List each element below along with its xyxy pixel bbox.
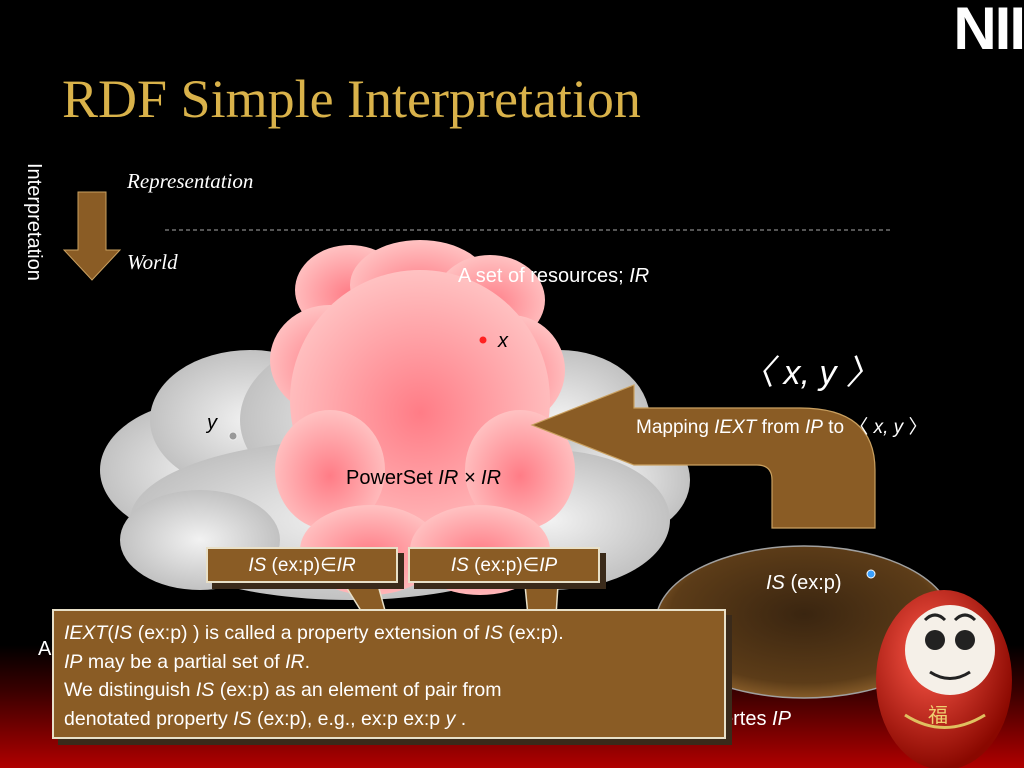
- note-line-3: We distinguish IS (ex:p) as an element o…: [64, 676, 714, 705]
- is-ip-set: IP: [539, 555, 558, 576]
- note-line-4: denotated property IS (ex:p), e.g., ex:p…: [64, 705, 714, 734]
- x-dot: [479, 336, 487, 344]
- mapping-func: IEXT: [714, 417, 757, 438]
- resources-label-var: IR: [629, 265, 650, 287]
- ellipse-is: IS: [766, 572, 785, 594]
- mapping-arrow: [530, 384, 876, 529]
- y-label: y: [207, 412, 217, 434]
- svg-text:福: 福: [928, 704, 948, 727]
- n2c: IR: [285, 650, 305, 673]
- daruma-doll-image: 福: [876, 590, 1012, 768]
- n3a: We distinguish: [64, 679, 196, 701]
- world-label: World: [127, 250, 178, 274]
- n2d: .: [304, 650, 311, 673]
- properties-label: ertes IP: [722, 708, 791, 731]
- mapping-xy: x, y: [873, 417, 904, 438]
- n1f: (ex:p).: [502, 622, 564, 644]
- mapping-prefix: Mapping: [636, 417, 715, 438]
- explanation-note-box: IEXT(IS (ex:p) ) is called a property ex…: [52, 609, 726, 739]
- n1d: (ex:p) ) is called a property extension …: [132, 622, 485, 644]
- mapping-to: to 〈: [822, 417, 874, 438]
- is-ip-is: IS: [450, 555, 469, 576]
- n2a: IP: [64, 650, 83, 673]
- is-ip-rest: (ex:p)∈: [468, 555, 540, 576]
- note-line-1: IEXT(IS (ex:p) ) is called a property ex…: [64, 619, 714, 648]
- properties-var: IP: [772, 708, 791, 730]
- note-line-2: IP may be a partial set of IR.: [64, 648, 714, 677]
- n4a: denotated property: [64, 707, 234, 730]
- is-ir-set: IR: [336, 555, 356, 576]
- resources-pink-cloud: [270, 240, 575, 595]
- powerset-label: PowerSet IR × IR: [346, 467, 501, 490]
- n4d: y: [445, 707, 456, 730]
- is-ir-rest: (ex:p)∈: [266, 555, 337, 576]
- is-ir-is: IS: [248, 555, 267, 576]
- n4b: IS: [233, 707, 252, 730]
- n2b: may be a partial set of: [82, 650, 286, 673]
- powerset-label-text: PowerSet: [346, 467, 439, 489]
- n1a: IEXT: [64, 622, 108, 644]
- is-in-ip-box: IS (ex:p)∈IP: [408, 547, 600, 583]
- n1b: (: [107, 622, 114, 644]
- n4e: .: [455, 707, 467, 730]
- nii-logo: NII: [953, 0, 1024, 62]
- ellipse-is-ex-p-label: IS (ex:p): [766, 572, 842, 595]
- ellipse-rest: (ex:p): [784, 572, 842, 594]
- page-title: RDF Simple Interpretation: [62, 69, 641, 129]
- n3b: IS: [195, 679, 215, 701]
- n4c: (ex:p), e.g., ex:p ex:p: [251, 707, 446, 730]
- mapping-end: 〉: [903, 417, 928, 438]
- representation-label: Representation: [127, 169, 254, 193]
- mapping-ip: IP: [804, 417, 823, 438]
- tuple-label: 〈 x, y 〉: [740, 354, 880, 392]
- interpretation-label: Interpretation: [23, 163, 45, 281]
- powerset-label-expr: IR × IR: [438, 467, 502, 489]
- y-dot: [228, 431, 238, 441]
- is-in-ir-box: IS (ex:p)∈IR: [206, 547, 398, 583]
- n1e: IS: [484, 622, 503, 644]
- properties-text: ertes: [722, 708, 773, 730]
- left-partial-label: A: [38, 638, 52, 660]
- resources-label-text: A set of resources;: [458, 265, 630, 287]
- n1c: IS: [113, 622, 133, 644]
- interpretation-down-arrow: [62, 191, 122, 281]
- is-ex-p-dot: [866, 569, 876, 579]
- mapping-label: Mapping IEXT from IP to 〈 x, y 〉: [636, 412, 927, 439]
- n3c: (ex:p) as an element of pair from: [214, 679, 502, 701]
- x-label: x: [498, 330, 508, 352]
- resources-label: A set of resources; IR: [458, 265, 649, 288]
- mapping-from: from: [756, 417, 805, 438]
